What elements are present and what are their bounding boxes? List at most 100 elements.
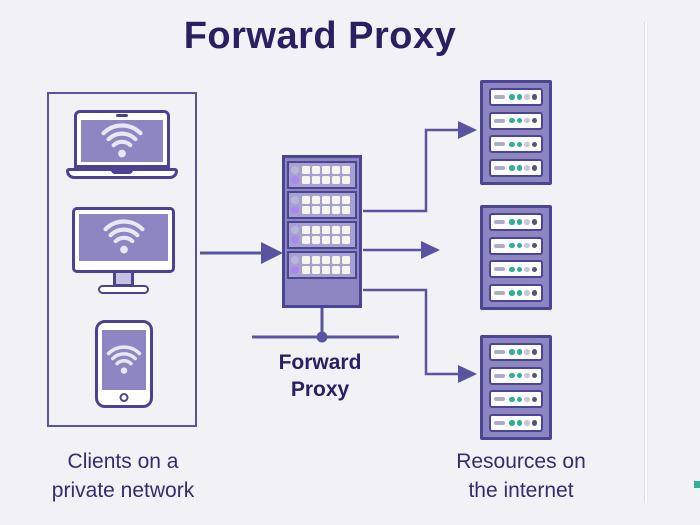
server-led-lights — [509, 396, 537, 403]
led-dot — [509, 372, 515, 379]
laptop-camera — [116, 114, 128, 117]
clients-group-box — [47, 92, 197, 427]
server-unit — [489, 88, 543, 106]
led-dot — [531, 290, 537, 296]
proxy-vent-grid — [302, 256, 350, 274]
server-label-dash — [494, 420, 505, 425]
server-label-dash — [494, 350, 505, 354]
resources-caption-line2: the internet — [468, 479, 574, 502]
server-led-lights — [509, 117, 537, 124]
clients-caption-line1: Clients on a — [67, 450, 179, 473]
server-label-dash — [494, 165, 505, 170]
monitor-stand-base — [98, 285, 149, 294]
server-unit — [489, 366, 543, 385]
proxy-server-icon — [282, 155, 362, 308]
led-dot — [516, 266, 522, 273]
led-dot — [509, 396, 515, 403]
led-dot — [509, 219, 515, 225]
server-led-lights — [509, 266, 537, 273]
led-dot — [524, 242, 530, 249]
led-dot — [531, 94, 537, 100]
proxy-to-middle-rack-arrow — [363, 241, 440, 259]
led-dot — [516, 420, 522, 426]
proxy-server-unit — [287, 191, 357, 219]
led-dot — [524, 266, 530, 273]
laptop-base — [66, 168, 178, 179]
server-led-lights — [509, 372, 537, 379]
server-label-dash — [494, 118, 505, 123]
led-dot — [524, 372, 530, 379]
proxy-label-line2: Proxy — [290, 378, 350, 401]
clients-caption-line2: private network — [51, 479, 195, 502]
right-edge-divider — [644, 22, 648, 503]
resources-caption-line1: Resources on — [456, 450, 586, 473]
laptop-icon — [66, 110, 178, 179]
server-rack-icon-top — [480, 80, 552, 185]
server-led-lights — [509, 290, 537, 296]
clients-caption: Clients on a private network — [8, 447, 238, 505]
proxy-label-line1: Forward — [278, 351, 362, 374]
led-dot — [291, 256, 299, 264]
wifi-icon — [106, 344, 142, 374]
proxy-vent-grid — [302, 166, 350, 184]
led-dot — [524, 290, 530, 296]
laptop-screen — [74, 110, 170, 168]
led-dot — [516, 165, 522, 171]
server-unit — [489, 236, 543, 255]
smartphone-screen — [102, 330, 146, 390]
server-led-lights — [509, 141, 537, 148]
proxy-led-lights — [291, 256, 299, 274]
proxy-led-lights — [291, 196, 299, 214]
led-dot — [516, 219, 522, 225]
wifi-icon — [101, 122, 143, 157]
client-to-proxy-arrow — [200, 242, 283, 264]
server-label-dash — [494, 397, 505, 402]
server-rack-icon-middle — [480, 205, 552, 310]
server-rack-icon-bottom — [480, 335, 552, 440]
server-label-dash — [494, 220, 505, 224]
server-label-dash — [494, 290, 505, 295]
led-dot — [516, 242, 522, 249]
led-dot — [509, 117, 515, 124]
server-unit — [489, 213, 543, 231]
server-led-lights — [509, 165, 537, 171]
led-dot — [509, 290, 515, 296]
led-dot — [516, 396, 522, 403]
server-label-dash — [494, 267, 505, 272]
proxy-stem-connector — [252, 308, 399, 343]
monitor-screen — [72, 207, 175, 273]
led-dot — [524, 94, 530, 100]
proxy-vent-grid — [302, 226, 350, 244]
proxy-led-lights — [291, 166, 299, 184]
led-dot — [524, 141, 530, 148]
led-dot — [516, 94, 522, 100]
proxy-server-unit — [287, 221, 357, 249]
led-dot — [524, 349, 530, 355]
smartphone-home-button — [119, 393, 129, 402]
led-dot — [531, 349, 537, 355]
smartphone-icon — [95, 320, 153, 408]
led-dot — [291, 266, 299, 274]
led-dot — [524, 396, 530, 403]
led-dot — [516, 117, 522, 124]
server-led-lights — [509, 94, 537, 100]
server-unit — [489, 343, 543, 361]
proxy-server-unit — [287, 251, 357, 279]
led-dot — [531, 242, 537, 249]
server-unit — [489, 260, 543, 279]
teal-cursor-marker — [694, 481, 700, 488]
laptop-notch — [111, 170, 133, 174]
led-dot — [291, 206, 299, 214]
led-dot — [291, 226, 299, 234]
monitor-icon — [72, 207, 175, 294]
led-dot — [531, 420, 537, 426]
server-led-lights — [509, 420, 537, 426]
led-dot — [509, 242, 515, 249]
server-unit — [489, 111, 543, 130]
led-dot — [531, 165, 537, 171]
server-label-dash — [494, 95, 505, 99]
proxy-vent-grid — [302, 196, 350, 214]
led-dot — [509, 266, 515, 273]
page-title: Forward Proxy — [183, 15, 457, 57]
